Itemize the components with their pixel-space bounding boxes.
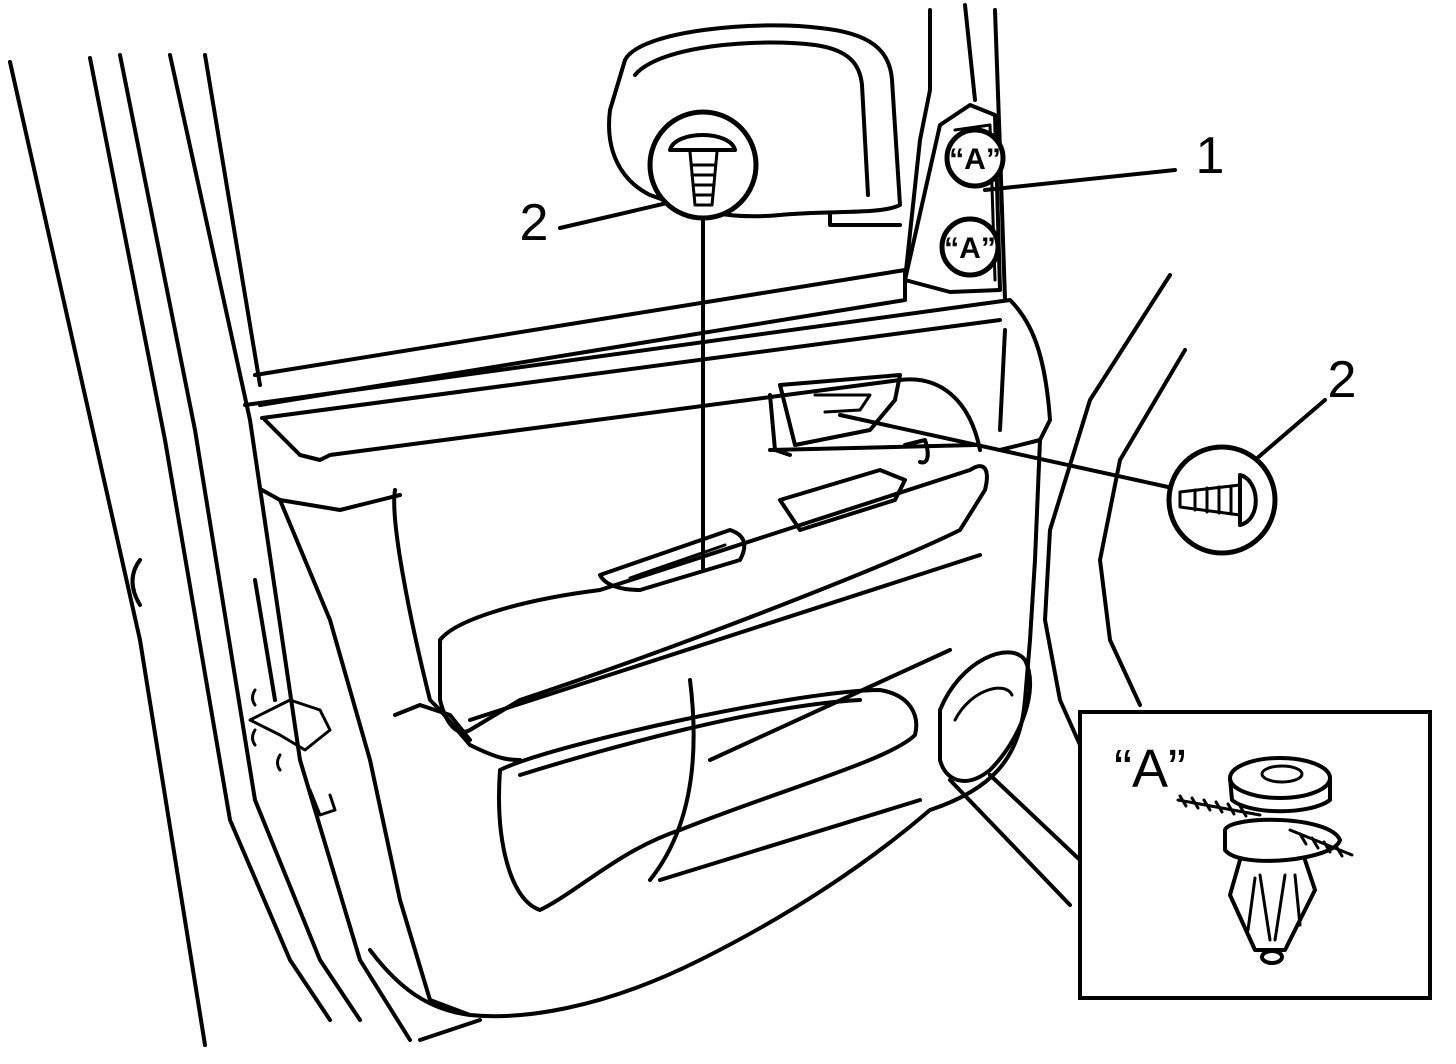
clip-detail-circle-right: [1166, 444, 1278, 556]
leader-lines: [558, 168, 1327, 572]
clip-a-label-upper: “A”: [949, 143, 1001, 176]
callout-2-right: 2: [1328, 351, 1357, 409]
inset-label: “A”: [1114, 739, 1186, 799]
door-frame: [8, 53, 412, 1047]
door-pocket: [497, 648, 952, 912]
clip-head-icon: [668, 133, 737, 152]
latch-details: [248, 688, 337, 817]
push-clip-icon: [1176, 756, 1354, 965]
door-panel: [278, 438, 1042, 1042]
switch-panel: [598, 438, 977, 592]
armrest: [393, 464, 989, 742]
clip-a-label-lower: “A”: [944, 232, 996, 265]
clip-head-icon: [1238, 473, 1258, 527]
speaker-grille: [938, 650, 1033, 783]
clip-detail-circle-top: [647, 109, 759, 221]
side-mirror: [607, 23, 902, 227]
callout-2-top: 2: [520, 194, 549, 252]
clip-a-marker-upper: [944, 127, 1006, 189]
clip-a-inset: “A”: [1078, 710, 1432, 1000]
window-frame: [253, 3, 1007, 407]
callout-1: 1: [1196, 127, 1225, 185]
door-handle-pocket: [768, 373, 902, 457]
clip-a-markers: “A” “A”: [939, 127, 1006, 278]
door-top-rail: [243, 298, 1052, 512]
clip-a-marker-lower: [939, 216, 1001, 278]
body-opening: [948, 273, 1187, 907]
